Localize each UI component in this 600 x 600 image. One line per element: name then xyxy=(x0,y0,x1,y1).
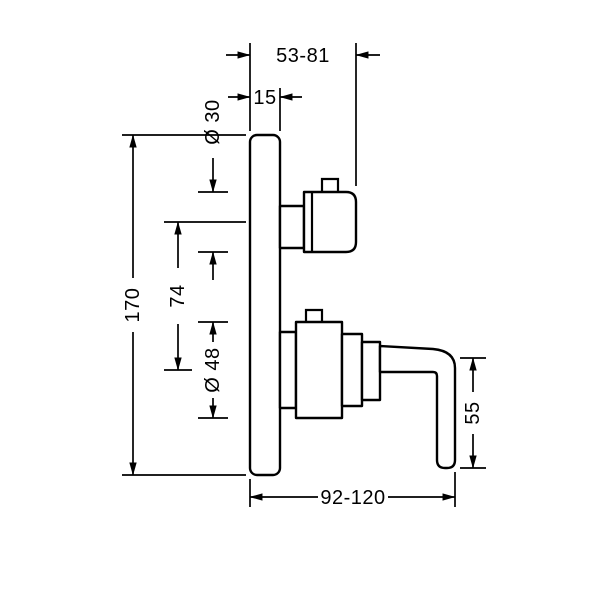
dimension-body-diameter: Ø 48 xyxy=(198,321,228,419)
wall-plate xyxy=(248,133,282,477)
dim-label-lever-length: 55 xyxy=(462,401,484,424)
fixture-outline xyxy=(248,133,457,477)
dimension-lever-length: 55 xyxy=(460,357,486,469)
dim-label-handle-diameter: Ø 30 xyxy=(202,99,224,144)
thermostat-handle xyxy=(278,177,358,254)
thermostat-stem xyxy=(278,204,306,250)
dimension-width-range: 92-120 xyxy=(249,472,456,509)
valve-front-body xyxy=(340,332,364,408)
dim-label-body-diameter: Ø 48 xyxy=(202,347,224,392)
dimension-plate-height: 170 xyxy=(122,134,246,476)
valve-main-body xyxy=(294,320,344,420)
lever-handle xyxy=(378,344,457,470)
valve-sleeve xyxy=(278,330,298,410)
thermostat-grip xyxy=(302,190,358,254)
dim-label-center-distance: 74 xyxy=(167,284,189,307)
thermostat-top-tab xyxy=(320,177,340,192)
dim-label-width-range: 92-120 xyxy=(320,487,385,509)
dim-label-plate-thickness: 15 xyxy=(253,87,276,109)
dim-label-depth-range: 53-81 xyxy=(276,45,330,67)
volume-control-body xyxy=(278,308,382,420)
dimension-depth-range: 53-81 xyxy=(226,43,380,186)
valve-front-cap xyxy=(360,340,382,402)
dim-label-plate-height: 170 xyxy=(122,288,144,323)
valve-top-button xyxy=(304,308,324,322)
dimension-center-distance: 74 xyxy=(164,221,246,371)
dimension-plate-thickness: 15 xyxy=(228,87,302,131)
dimension-handle-diameter: Ø 30 xyxy=(198,99,228,280)
